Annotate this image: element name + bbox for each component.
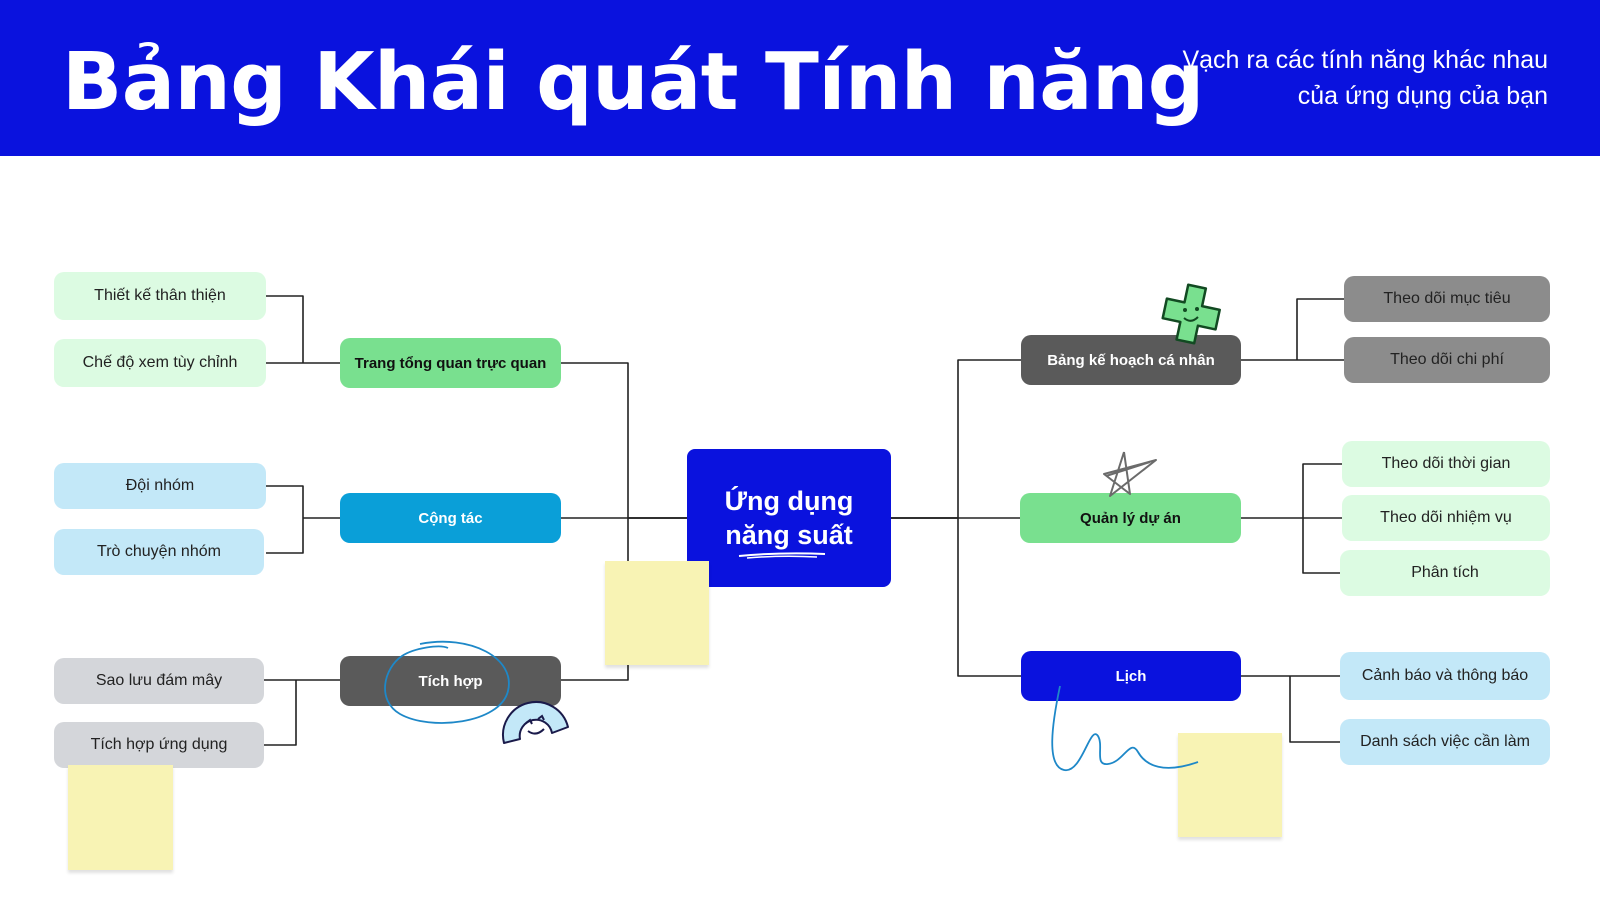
page-subtitle: Vạch ra các tính năng khác nhau của ứng … <box>1028 42 1548 114</box>
leaf-project-2[interactable]: Theo dõi nhiệm vụ <box>1342 495 1550 541</box>
header-banner: Bảng Khái quát Tính năng Vạch ra các tín… <box>0 0 1600 156</box>
leaf-collab-2[interactable]: Trò chuyện nhóm <box>54 529 264 575</box>
page-title: Bảng Khái quát Tính năng <box>62 36 1204 128</box>
subtitle-line-2: của ứng dụng của bạn <box>1297 82 1548 110</box>
subtitle-line-1: Vạch ra các tính năng khác nhau <box>1182 46 1548 74</box>
leaf-collab-1[interactable]: Đội nhóm <box>54 463 266 509</box>
hub-node[interactable]: Ứng dụng năng suất <box>687 449 891 587</box>
leaf-dashboard-1[interactable]: Thiết kế thân thiện <box>54 272 266 320</box>
sticky-note-bottom-right[interactable] <box>1178 733 1282 837</box>
circle-doodle <box>384 640 510 724</box>
leaf-integration-2[interactable]: Tích hợp ứng dụng <box>54 722 264 768</box>
leaf-calendar-1[interactable]: Cảnh báo và thông báo <box>1340 652 1550 700</box>
squiggle-doodle <box>1051 685 1199 771</box>
leaf-project-3[interactable]: Phân tích <box>1340 550 1550 596</box>
connector-project-leaves <box>1241 463 1342 574</box>
connector-hub-dashboard <box>561 362 687 519</box>
branch-planner[interactable]: Bảng kế hoạch cá nhân <box>1021 335 1241 385</box>
connector-hub-calendar <box>891 517 1021 677</box>
star-doodle-icon <box>1103 451 1157 497</box>
connector-planner-leaves <box>1241 298 1344 361</box>
connector-integration-leaves <box>264 679 340 746</box>
branch-integration[interactable]: Tích hợp <box>340 656 561 706</box>
hub-underline <box>738 552 826 559</box>
sticky-note-bottom-left[interactable] <box>68 765 173 870</box>
connector-calendar-leaves <box>1241 675 1340 743</box>
leaf-integration-1[interactable]: Sao lưu đám mây <box>54 658 264 704</box>
branch-project[interactable]: Quản lý dự án <box>1020 493 1241 543</box>
leaf-project-1[interactable]: Theo dõi thời gian <box>1342 441 1550 487</box>
leaf-dashboard-2[interactable]: Chế độ xem tùy chỉnh <box>54 339 266 387</box>
leaf-planner-1[interactable]: Theo dõi mục tiêu <box>1344 276 1550 322</box>
connector-hub-planner <box>891 359 1021 519</box>
leaf-planner-2[interactable]: Theo dõi chi phí <box>1344 337 1550 383</box>
connector-collab-leaves <box>266 485 340 554</box>
branch-dashboard[interactable]: Trang tổng quan trực quan <box>340 338 561 388</box>
branch-collab[interactable]: Cộng tác <box>340 493 561 543</box>
hub-label-line-1: Ứng dụng <box>724 486 854 516</box>
sticky-note-center[interactable] <box>605 561 709 665</box>
branch-calendar[interactable]: Lịch <box>1021 651 1241 701</box>
connector-dashboard-leaves <box>266 295 340 364</box>
plus-sticker-icon <box>1161 283 1221 345</box>
hub-label-line-2: năng suất <box>725 520 853 550</box>
leaf-calendar-2[interactable]: Danh sách việc cần làm <box>1340 719 1550 765</box>
smile-sticker-icon <box>502 701 569 744</box>
